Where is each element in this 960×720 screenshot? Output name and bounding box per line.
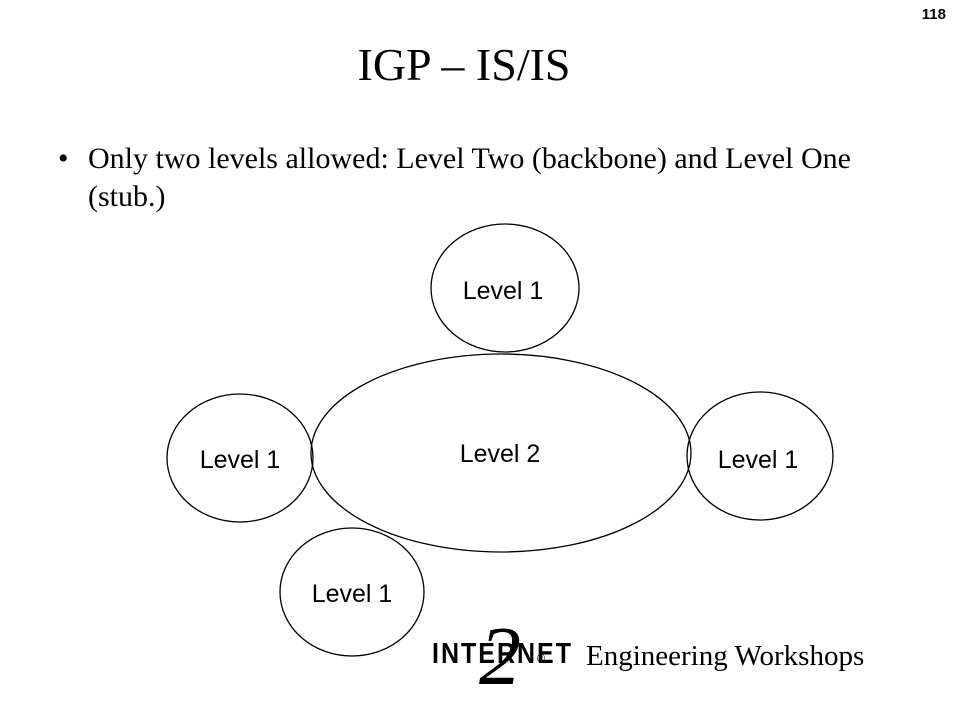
bullet-dot: • <box>58 142 69 175</box>
level-1-right-label: Level 1 <box>718 446 799 474</box>
internet2-logo-text: INTERNET <box>432 637 573 671</box>
level-2-ellipse <box>310 353 692 553</box>
internet2-logo-numeral: 2 <box>479 610 521 703</box>
slide-title: IGP – IS/IS <box>357 39 571 90</box>
bullet-text: Only two levels allowed: Level Two (back… <box>88 142 851 213</box>
level-1-bottom-left-label: Level 1 <box>312 580 393 608</box>
level-1-top-circle <box>430 223 580 353</box>
level-2-label: Level 2 <box>460 440 541 468</box>
level-1-left-circle <box>166 393 314 523</box>
level-1-right-circle <box>686 391 834 521</box>
level-1-bottom-left-circle <box>279 527 425 657</box>
internet2-logo-mark: ® <box>537 653 545 665</box>
slide-number: 118 <box>921 6 946 23</box>
level-1-top-label: Level 1 <box>463 277 544 305</box>
footer-text: Engineering Workshops <box>586 640 865 672</box>
level-1-left-label: Level 1 <box>200 446 281 474</box>
